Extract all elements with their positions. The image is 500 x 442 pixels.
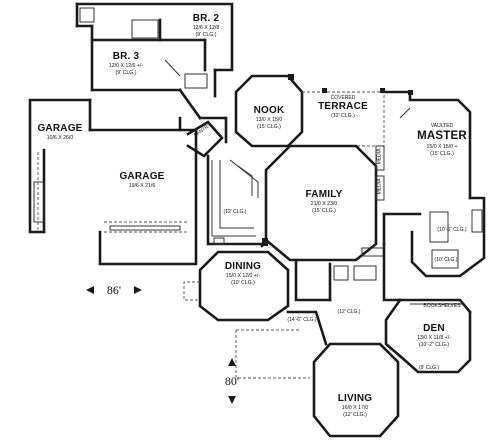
kitchen-ceiling-label: (12' CLG.) xyxy=(223,209,247,215)
side-garage-label: GARAGE 10/6 X 26/0 xyxy=(37,123,83,141)
foyer-walls xyxy=(235,310,328,379)
master-label: VAULTED MASTER 15/0 X 15/0 + (15' CLG.) xyxy=(417,123,467,157)
bedroom-wing-walls xyxy=(75,2,234,132)
media-label-2: MEDIA xyxy=(376,178,383,195)
den-bottom-ceiling-label: (9' CLG.) xyxy=(418,365,440,371)
nook-label: NOOK 13/0 X 15/0 (15' CLG.) xyxy=(253,105,285,131)
hall-ceiling-label: (12' CLG.) xyxy=(337,309,361,315)
living-walls xyxy=(312,342,400,438)
bath-ceiling-label: (10'-6" CLG.) xyxy=(437,227,467,233)
foyer-ceiling-label: (14'-6" CLG.) xyxy=(287,317,317,323)
den-label: DEN 13/0 X 11/8 +/- (10'-2" CLG.) xyxy=(417,323,451,349)
closet-ceiling-label: (10' CLG.) xyxy=(434,257,458,263)
family-label: FAMILY 21/0 X 23/0 (15' CLG.) xyxy=(305,189,343,215)
garage-label: GARAGE 19/6 X 21/6 xyxy=(119,171,165,189)
master-walls xyxy=(382,90,486,278)
dining-label: DINING 15/0 X 12/0 +/- (10' CLG.) xyxy=(224,261,262,287)
br3-label: BR. 3 12/0 X 12/6 +/- (9' CLG.) xyxy=(108,51,144,77)
hall-walls xyxy=(294,242,402,302)
width-dimension-label: 86' xyxy=(106,283,122,297)
living-label: LIVING 16/0 X 17/0 (12' CLG.) xyxy=(337,393,373,419)
depth-dimension-arrows xyxy=(228,358,236,404)
bookshelves-label: BOOKSHELVES xyxy=(423,303,461,309)
dining-walls xyxy=(183,250,290,322)
terrace-label: COVERED TERRACE (12' CLG.) xyxy=(318,95,368,119)
side-garage-walls xyxy=(28,98,92,234)
br2-label: BR. 2 12/6 X 12/8 (9' CLG.) xyxy=(192,13,220,39)
main-garage-walls xyxy=(88,116,198,266)
den-walls xyxy=(384,298,472,374)
nook-walls xyxy=(234,74,304,148)
width-dimension-arrows xyxy=(86,286,142,294)
depth-dimension-label: 80' xyxy=(224,374,240,388)
media-label-1: MEDIA xyxy=(376,148,383,165)
